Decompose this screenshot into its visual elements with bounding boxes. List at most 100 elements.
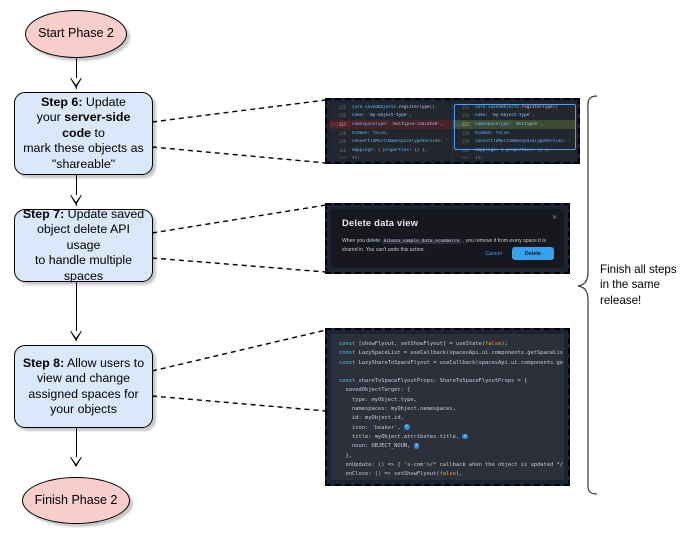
code-line: noun: OBJECT_NOUN, 3 <box>339 442 420 450</box>
annotation-badge-3: 3 <box>413 442 420 449</box>
diff-line-number: 141 <box>338 156 346 159</box>
arrowhead-finish-inner <box>71 457 81 464</box>
step-7-line-3: to handle multiple spaces <box>34 253 133 283</box>
diff-line: 138 hidden: false, <box>453 129 575 138</box>
diff-line-code: convertToMultiNamespaceTypeVersion: ' <box>352 139 448 145</box>
dialog-body-pre: When you delete <box>342 238 382 244</box>
delete-button[interactable]: Delete <box>511 247 554 260</box>
code-line: onUpdate: () => { 's-com'>/* callback wh… <box>339 461 564 468</box>
diff-line: 135 core.savedObjects.registerType({ <box>330 103 452 112</box>
diff-line-number: 136 <box>461 113 469 119</box>
code-line: const [showFlyout, setShowFlyout] = useS… <box>339 341 508 347</box>
step-8-line-3: assigned spaces for <box>28 386 139 401</box>
brace-note: Finish all steps in the same release! <box>600 262 686 308</box>
step-8-line-1: Step 8: Allow users to <box>22 355 145 370</box>
edge-step7-to-step8 <box>76 282 77 341</box>
step-6-line-3: mark these objects as <box>23 141 144 156</box>
cancel-button[interactable]: Cancel <box>485 250 502 257</box>
diff-line-number: 135 <box>338 104 346 110</box>
dialog-body-post: , you remove it from every space it is s… <box>342 238 546 253</box>
diff-line: 138 hidden: false, <box>330 129 452 138</box>
dialog-body: When you delete kibana_sample_data_ecomm… <box>342 237 553 255</box>
step-6-node[interactable]: Step 6: Update your server-side code to … <box>14 92 153 175</box>
diff-line: 139 convertToMultiNamespaceTypeVersion: … <box>330 137 452 146</box>
code-line: title: myObject.attributes.title, 2 <box>339 433 468 440</box>
diff-line-code: mappings: { properties: {} }, <box>352 147 428 153</box>
step-6-line-4: "shareable" <box>51 156 116 171</box>
edge-step8-to-finish <box>76 428 77 466</box>
diff-line-code: name: 'my-object-type', <box>352 113 412 119</box>
diff-line: 141}); <box>453 155 575 159</box>
diff-line: 140 mappings: { properties: {} }, <box>330 146 452 155</box>
diff-line-code: }); <box>352 156 360 159</box>
diff-viewer: 135 core.savedObjects.registerType({ 136 n… <box>330 103 575 159</box>
diff-line-code: hidden: false, <box>352 130 389 136</box>
diff-line-number: 139 <box>461 139 469 145</box>
edge-step6-to-step7 <box>76 175 77 206</box>
code-line: }; <box>339 479 556 480</box>
diff-line-number: 140 <box>461 147 469 153</box>
diff-line-number: 137 <box>453 121 472 127</box>
arrowhead-step8-inner <box>71 331 81 338</box>
diff-line: 141}); <box>330 155 452 159</box>
code-line: type: myObject.type, <box>339 396 417 403</box>
arrowhead-step6-inner <box>71 78 81 85</box>
step-7-line-1: Step 7: Update saved <box>22 206 145 221</box>
close-icon[interactable]: ✕ <box>551 215 557 221</box>
code-diff-callout: 135 core.savedObjects.registerType({ 136 n… <box>325 98 580 164</box>
share-flyout-code-callout: const [showFlyout, setShowFlyout] = useS… <box>325 328 570 486</box>
code-snippet: const [showFlyout, setShowFlyout] = useS… <box>331 334 564 480</box>
diff-line-code: namespaceType: 'multiple-isolated', <box>352 121 443 127</box>
diff-line-number: 136 <box>338 113 346 119</box>
diff-line-code: namespaceType: 'multiple', <box>475 121 543 127</box>
step-6-line-2: your server-side code to <box>36 110 131 140</box>
finish-terminator: Finish Phase 2 <box>22 477 130 524</box>
step-8-node[interactable]: Step 8: Allow users to view and change a… <box>14 345 153 428</box>
diff-line-number: 137 <box>330 121 349 127</box>
step-8-line-4: your objects <box>50 402 117 416</box>
annotation-badge-1: 1 <box>403 424 410 430</box>
saved-object-id-chip: kibana_sample_data_ecommerce <box>381 239 462 244</box>
code-line: onClose: () => setShowFlyout(false), <box>339 471 463 478</box>
step-7-line-2: object delete API usage <box>37 222 130 252</box>
brace-note-line-3: release! <box>600 293 642 307</box>
diff-line: 139 convertToMultiNamespaceTypeVersion: … <box>453 137 575 146</box>
step-7-node[interactable]: Step 7: Update saved object delete API u… <box>14 206 153 283</box>
diff-line-number: 138 <box>338 130 346 136</box>
diff-line-code: core.savedObjects.registerType({ <box>352 104 435 110</box>
arrowhead-step7-inner <box>71 195 81 202</box>
start-label: Start Phase 2 <box>38 26 114 41</box>
step-6-line-1: Step 6: Update <box>41 94 126 109</box>
diff-line-code: mappings: { properties: {} }, <box>475 147 551 153</box>
diff-line: 136 name: 'my-object-type', <box>330 112 452 121</box>
code-line: id: myObject.id, <box>339 415 404 422</box>
diff-line-code: convertToMultiNamespaceTypeVersion: ' <box>475 139 571 145</box>
code-line: namespaces: myObject.namespaces, <box>339 406 456 413</box>
code-line: }, <box>339 452 352 459</box>
delete-data-view-modal: ✕ Delete data view When you delete kiban… <box>331 209 564 268</box>
brace-note-line-2: in the same <box>600 278 660 292</box>
code-line: const LazyShareToSpaceFlyout = useCallba… <box>339 359 563 366</box>
diff-line-number: 138 <box>461 130 469 136</box>
diff-line-code: core.savedObjects.registerType({ <box>475 104 558 110</box>
start-terminator: Start Phase 2 <box>25 10 127 58</box>
diff-line-code: }); <box>475 156 483 159</box>
diff-line: 137 namespaceType: 'multiple', <box>453 120 575 129</box>
dialog-actions: Cancel Delete <box>485 247 554 260</box>
annotation-badge-2: 2 <box>462 433 468 440</box>
step-8-line-2: view and change <box>36 371 130 385</box>
diff-line-number: 140 <box>338 147 346 153</box>
code-line: savedObjectTarget: { <box>339 387 411 394</box>
finish-label: Finish Phase 2 <box>34 492 118 507</box>
diff-line-code: hidden: false, <box>475 130 512 136</box>
code-line: const LazySpaceList = useCallback(spaces… <box>339 350 563 357</box>
code-line: icon: 'beaker', 1 <box>339 424 410 431</box>
diff-line-code: name: 'my-object-type', <box>475 113 535 119</box>
code-line <box>339 368 556 377</box>
brace-note-line-1: Finish all steps <box>600 263 677 276</box>
diff-pane-before: 135 core.savedObjects.registerType({ 136 n… <box>330 103 452 159</box>
diff-line: 140 mappings: { properties: {} }, <box>453 146 575 155</box>
